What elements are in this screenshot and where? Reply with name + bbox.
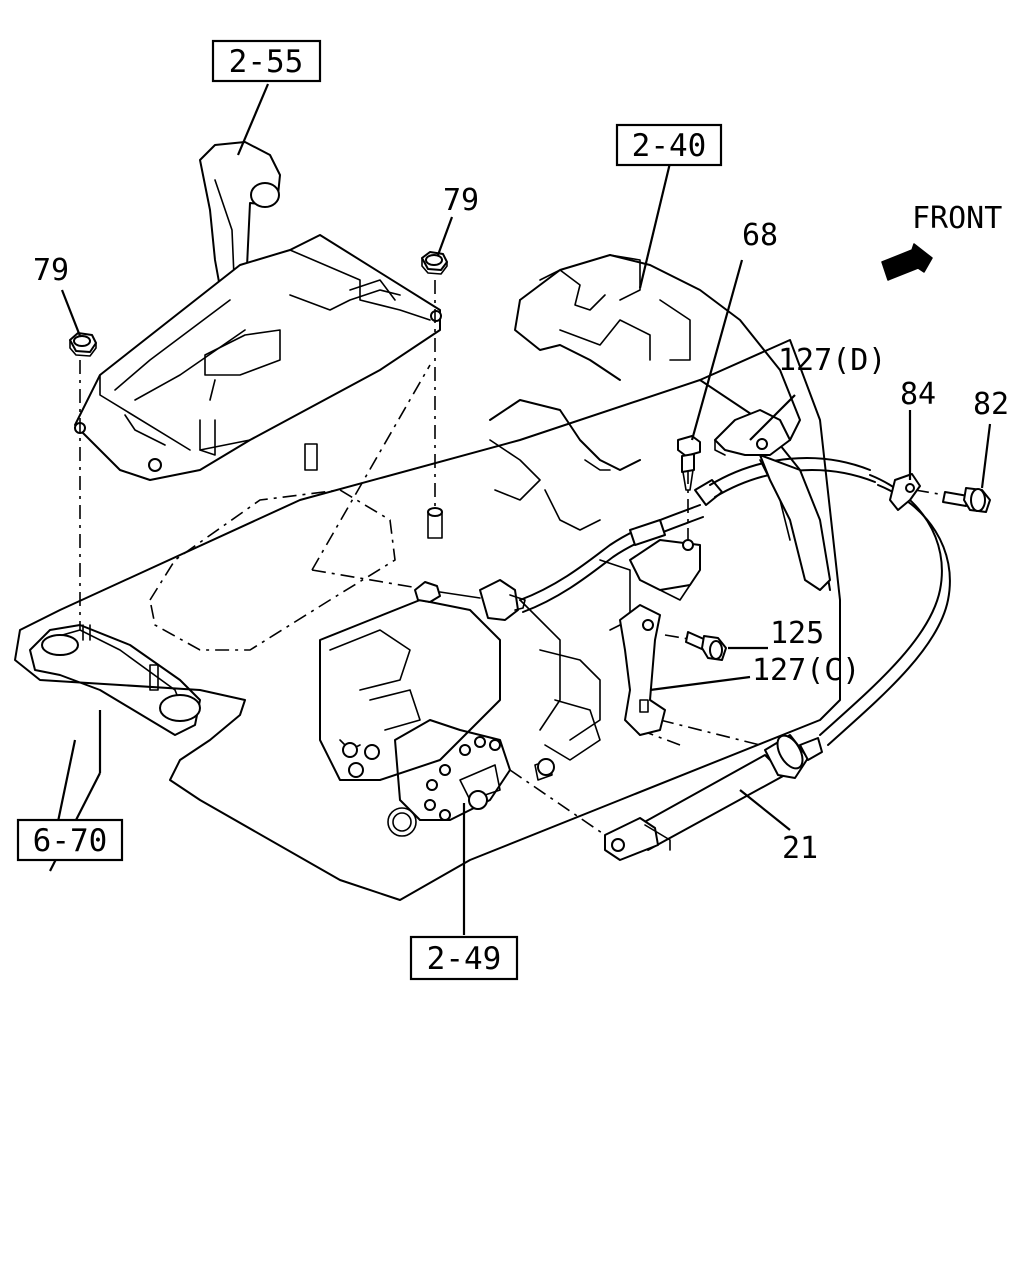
callout-127c: 127(C) [752,653,860,688]
ref-box-2-55[interactable]: 2-55 [211,39,322,83]
callout-84: 84 [900,377,936,412]
ref-box-2-55-text: 2-55 [229,44,304,80]
ref-box-2-49[interactable]: 2-49 [409,935,519,981]
front-indicator: FRONT [881,201,1002,281]
callout-82: 82 [973,387,1009,422]
bolt-82 [942,487,991,513]
bracket-cable-mount [629,539,701,601]
nut-79-right [421,251,448,275]
ref-box-6-70-text: 6-70 [33,823,108,859]
transmission-housing [14,254,841,901]
front-arrow-icon [881,243,933,281]
ref-box-2-49-text: 2-49 [427,941,502,977]
ref-box-2-40-text: 2-40 [632,128,707,164]
nut-79-left [69,332,97,357]
bracket-127c [619,604,666,736]
shift-cable-21 [414,457,951,861]
callout-127d: 127(D) [778,343,886,378]
callout-68: 68 [742,218,778,253]
front-label: FRONT [912,201,1002,236]
callout-125: 125 [770,616,824,651]
bolt-125 [685,631,727,661]
ref-box-2-40[interactable]: 2-40 [615,123,723,167]
callout-79-left: 79 [33,253,69,288]
ref-box-6-70[interactable]: 6-70 [16,818,124,862]
clip-84 [889,473,921,511]
leader-lines [48,83,992,935]
bolt-68 [677,435,701,491]
callout-79-right: 79 [443,183,479,218]
shift-lever-assembly [74,141,442,481]
callout-21: 21 [782,831,818,866]
bracket-127d [714,409,831,591]
